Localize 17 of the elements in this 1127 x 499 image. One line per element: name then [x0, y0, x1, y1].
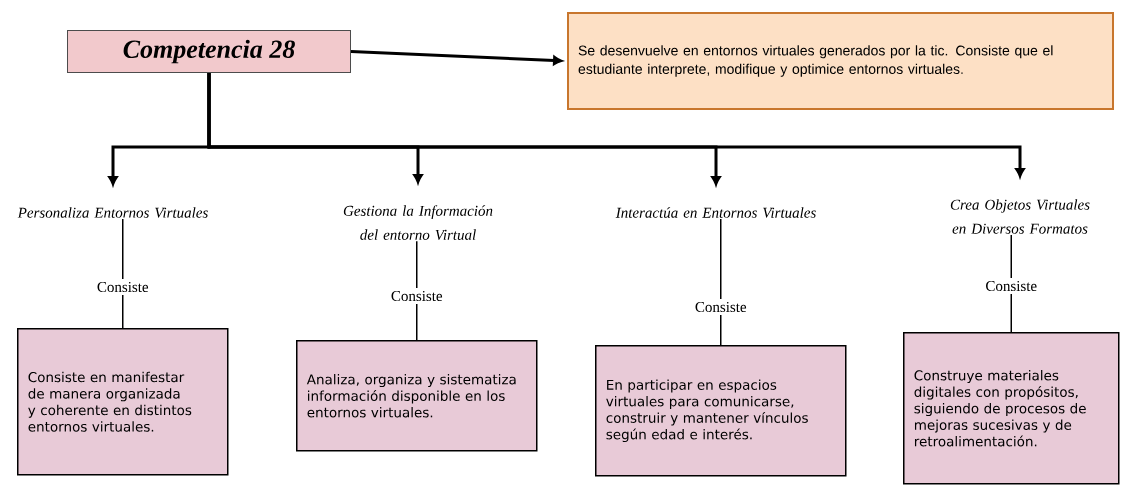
content-box: En participar en espacios virtuales para comunicarse, construir y mantener vínculos según edad e interés.	[595, 345, 847, 477]
content-box: Analiza, organiza y sistematiza información disponible en los entornos virtuales.	[296, 340, 538, 452]
branch-arrow	[207, 73, 1025, 178]
heading-text: Personaliza Entornos Virtuales	[17, 207, 208, 218]
edge-label: Consiste	[982, 277, 1041, 295]
heading-text: Interactúa en Entornos Virtuales	[615, 207, 816, 218]
edge-label: Consiste	[93, 278, 152, 296]
title-box: Competencia 28	[67, 30, 351, 73]
edge-label: Consiste	[387, 287, 446, 305]
content-box: Consiste en manifestar de manera organizada y coherente en distintos entornos virtuales.	[17, 328, 229, 476]
edge-label: Consiste	[691, 298, 750, 316]
description-box: Se desenvuelve en entornos virtuales generados por la tic. Consiste que el estudiante interprete, modifique y optimice entornos virtuales.	[567, 12, 1114, 110]
heading-text: Crea Objetos Virtuales en Diversos Formatos	[950, 199, 1090, 234]
content-box: Construye materiales digitales con propósitos, siguiendo de procesos de mejoras sucesivas y de retroalimentación.	[903, 332, 1120, 485]
heading-text: Gestiona la Información del entorno Virtual	[343, 205, 493, 240]
arrow	[350, 50, 563, 66]
connector-line	[720, 218, 722, 346]
